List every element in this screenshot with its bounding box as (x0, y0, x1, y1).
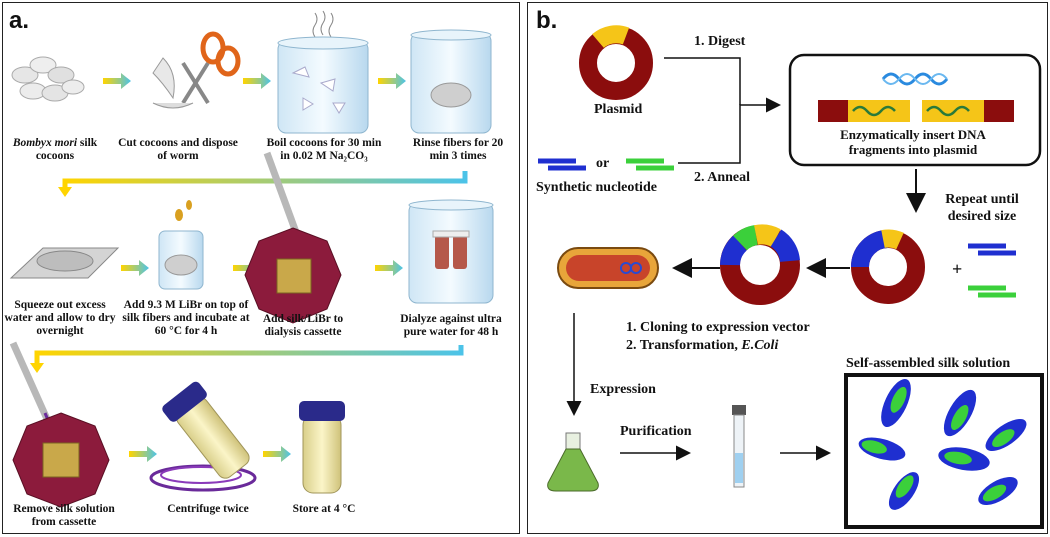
step-arrow-6 (375, 260, 403, 276)
step-arrow-1 (103, 73, 131, 89)
remove-solution-illustration (9, 341, 110, 508)
new-fragment-icons (968, 243, 1016, 298)
self-assembled-label: Self-assembled silk solution (846, 356, 1011, 371)
purification-column-icon (732, 405, 746, 488)
centrifuge-illustration (149, 381, 257, 492)
growing-plasmid-donut (851, 229, 925, 304)
caption-add-cassette: Add silk/LiBr to dialysis cassette (262, 313, 344, 338)
synthetic-nucleotide-icons (538, 158, 674, 171)
plasmid-label: Plasmid (594, 102, 643, 117)
dialysis-beaker-illustration (408, 199, 494, 304)
expression-label: Expression (590, 382, 656, 397)
caption-dialyze: Dialyze against ultra pure water for 48 … (400, 313, 502, 338)
insert-construct (818, 100, 1014, 122)
caption-centrifuge: Centrifuge twice (167, 503, 249, 515)
row-connector-2 (34, 345, 464, 365)
step-arrow-3 (378, 73, 406, 89)
storage-tube-illustration (299, 401, 345, 494)
cloning-label: 1. Cloning to expression vector (626, 320, 810, 335)
dna-helix-icon (881, 72, 949, 86)
panel-b: b. (527, 2, 1048, 534)
caption-boil: Boil cocoons for 30 min in 0.02 M Na₂CO₃ (266, 137, 382, 162)
caption-rinse: Rinse fibers for 20 min 3 times (412, 137, 504, 162)
repeat-label: Repeat until desired size (945, 192, 1019, 224)
synthetic-label: Synthetic nucleotide (536, 180, 657, 195)
step-arrow-7 (129, 446, 157, 462)
or-label: or (596, 156, 610, 171)
step-arrow-8 (263, 446, 291, 462)
purification-label: Purification (620, 424, 692, 439)
caption-store: Store at 4 °C (292, 503, 356, 515)
digest-label: 1. Digest (694, 34, 746, 49)
plasmid-donut (579, 25, 653, 100)
transformation-label: 2. Transformation, E.Coli (626, 338, 779, 353)
panel-a-illustrations (9, 10, 494, 508)
cocoons-illustration (11, 56, 85, 102)
step-arrow-4 (121, 260, 149, 276)
insert-box (788, 53, 1042, 167)
digest-line (664, 57, 741, 105)
boiling-beaker-illustration (277, 10, 369, 134)
anneal-label: 2. Anneal (694, 170, 751, 185)
panel-b-illustrations (538, 25, 1044, 529)
panel-b-label: b. (536, 7, 558, 34)
caption-libr: Add 9.3 M LiBr on top of silk fibers and… (122, 299, 250, 337)
caption-cut: Cut cocoons and dispose of worm (118, 137, 238, 162)
caption-remove: Remove silk solution from cassette (13, 503, 115, 528)
dialysis-cassette-illustration (244, 151, 342, 324)
libr-beaker-illustration (158, 200, 204, 290)
scissors-illustration (152, 31, 241, 109)
final-plasmid-donut (720, 224, 800, 305)
anneal-line (678, 97, 781, 164)
e-coli-cell-icon (557, 247, 659, 289)
step-arrow-2 (243, 73, 271, 89)
panel-a-label: a. (9, 7, 30, 34)
caption-cocoons: Bombyx mori silk cocoons (12, 137, 98, 162)
silk-micelles (858, 378, 1027, 510)
dry-fibers-illustration (9, 247, 120, 279)
row-connector-1 (62, 171, 468, 189)
panel-a: a. (2, 2, 520, 534)
plus-sign: + (952, 259, 963, 279)
culture-flask-icon (547, 432, 599, 492)
insert-label: Enzymatically insert DNA fragments into … (840, 127, 986, 157)
caption-squeeze: Squeeze out excess water and allow to dr… (4, 299, 116, 337)
rinse-beaker-illustration (410, 29, 492, 134)
